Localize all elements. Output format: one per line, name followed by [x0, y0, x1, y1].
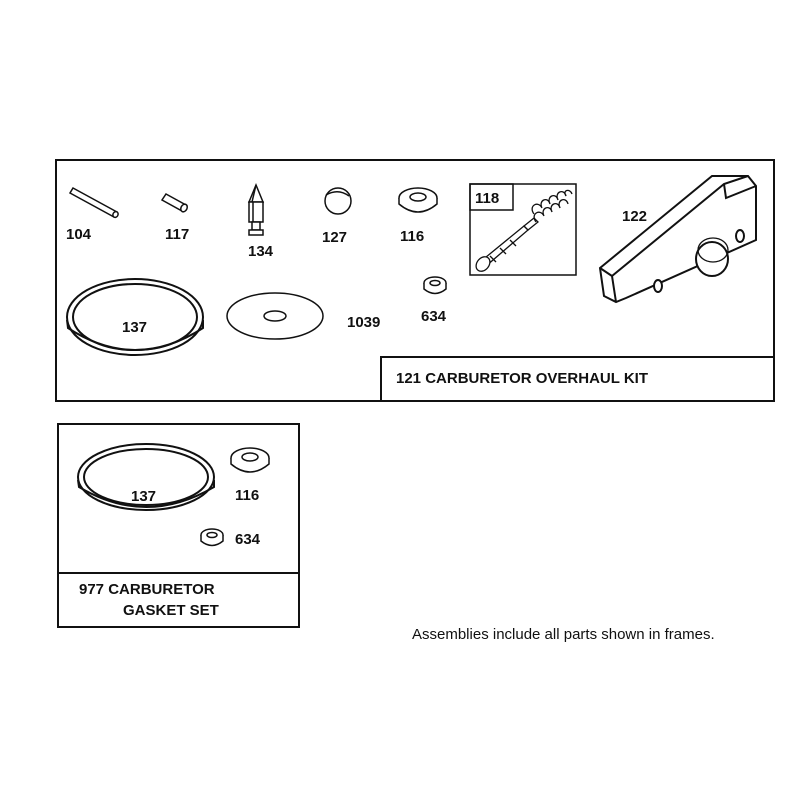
- gasket-set-title-box: [57, 572, 300, 628]
- part-104-pin-drawing: [68, 186, 119, 219]
- gasket-part-label-634: 634: [235, 531, 261, 548]
- gasket-part-label-137: 137: [131, 488, 157, 505]
- part-label-634: 634: [421, 308, 447, 325]
- part-label-127: 127: [322, 229, 348, 246]
- assemblies-note: Assemblies include all parts shown in fr…: [412, 626, 715, 643]
- part-label-117: 117: [165, 226, 190, 243]
- part-label-118: 118: [475, 190, 500, 207]
- part-118-spring-drawing: [531, 189, 573, 223]
- part-116-washer-drawing: [398, 187, 438, 213]
- part-127-plug-drawing: [324, 187, 352, 215]
- part-134-needle-drawing: [247, 183, 265, 236]
- gasket-part-634-washer-drawing: [200, 528, 224, 547]
- part-label-122: 122: [622, 208, 648, 225]
- part-label-137: 137: [122, 319, 148, 336]
- gasket-set-title-line1: 977 CARBURETOR: [79, 581, 215, 598]
- part-label-1039: 1039: [347, 314, 381, 331]
- part-label-104: 104: [66, 226, 92, 243]
- gasket-part-116-washer-drawing: [230, 447, 270, 473]
- part-634-washer-drawing: [423, 276, 447, 295]
- part-122-bracket-drawing: [598, 175, 757, 304]
- overhaul-kit-title: 121 CARBURETOR OVERHAUL KIT: [396, 370, 648, 387]
- part-118-frame: [469, 183, 577, 276]
- part-137-ring-drawing: [66, 278, 204, 356]
- gasket-part-label-116: 116: [235, 487, 260, 504]
- gasket-set-title-line2: GASKET SET: [123, 602, 219, 619]
- gasket-part-137-ring-drawing: [77, 443, 215, 511]
- part-1039-diaphragm-drawing: [226, 292, 324, 340]
- part-117-pin-drawing: [160, 193, 188, 213]
- part-118-label-box: [469, 183, 514, 211]
- part-label-134: 134: [248, 243, 274, 260]
- overhaul-kit-title-box: [380, 356, 775, 402]
- part-118-screw-drawing: [475, 217, 539, 272]
- part-label-116: 116: [400, 228, 425, 245]
